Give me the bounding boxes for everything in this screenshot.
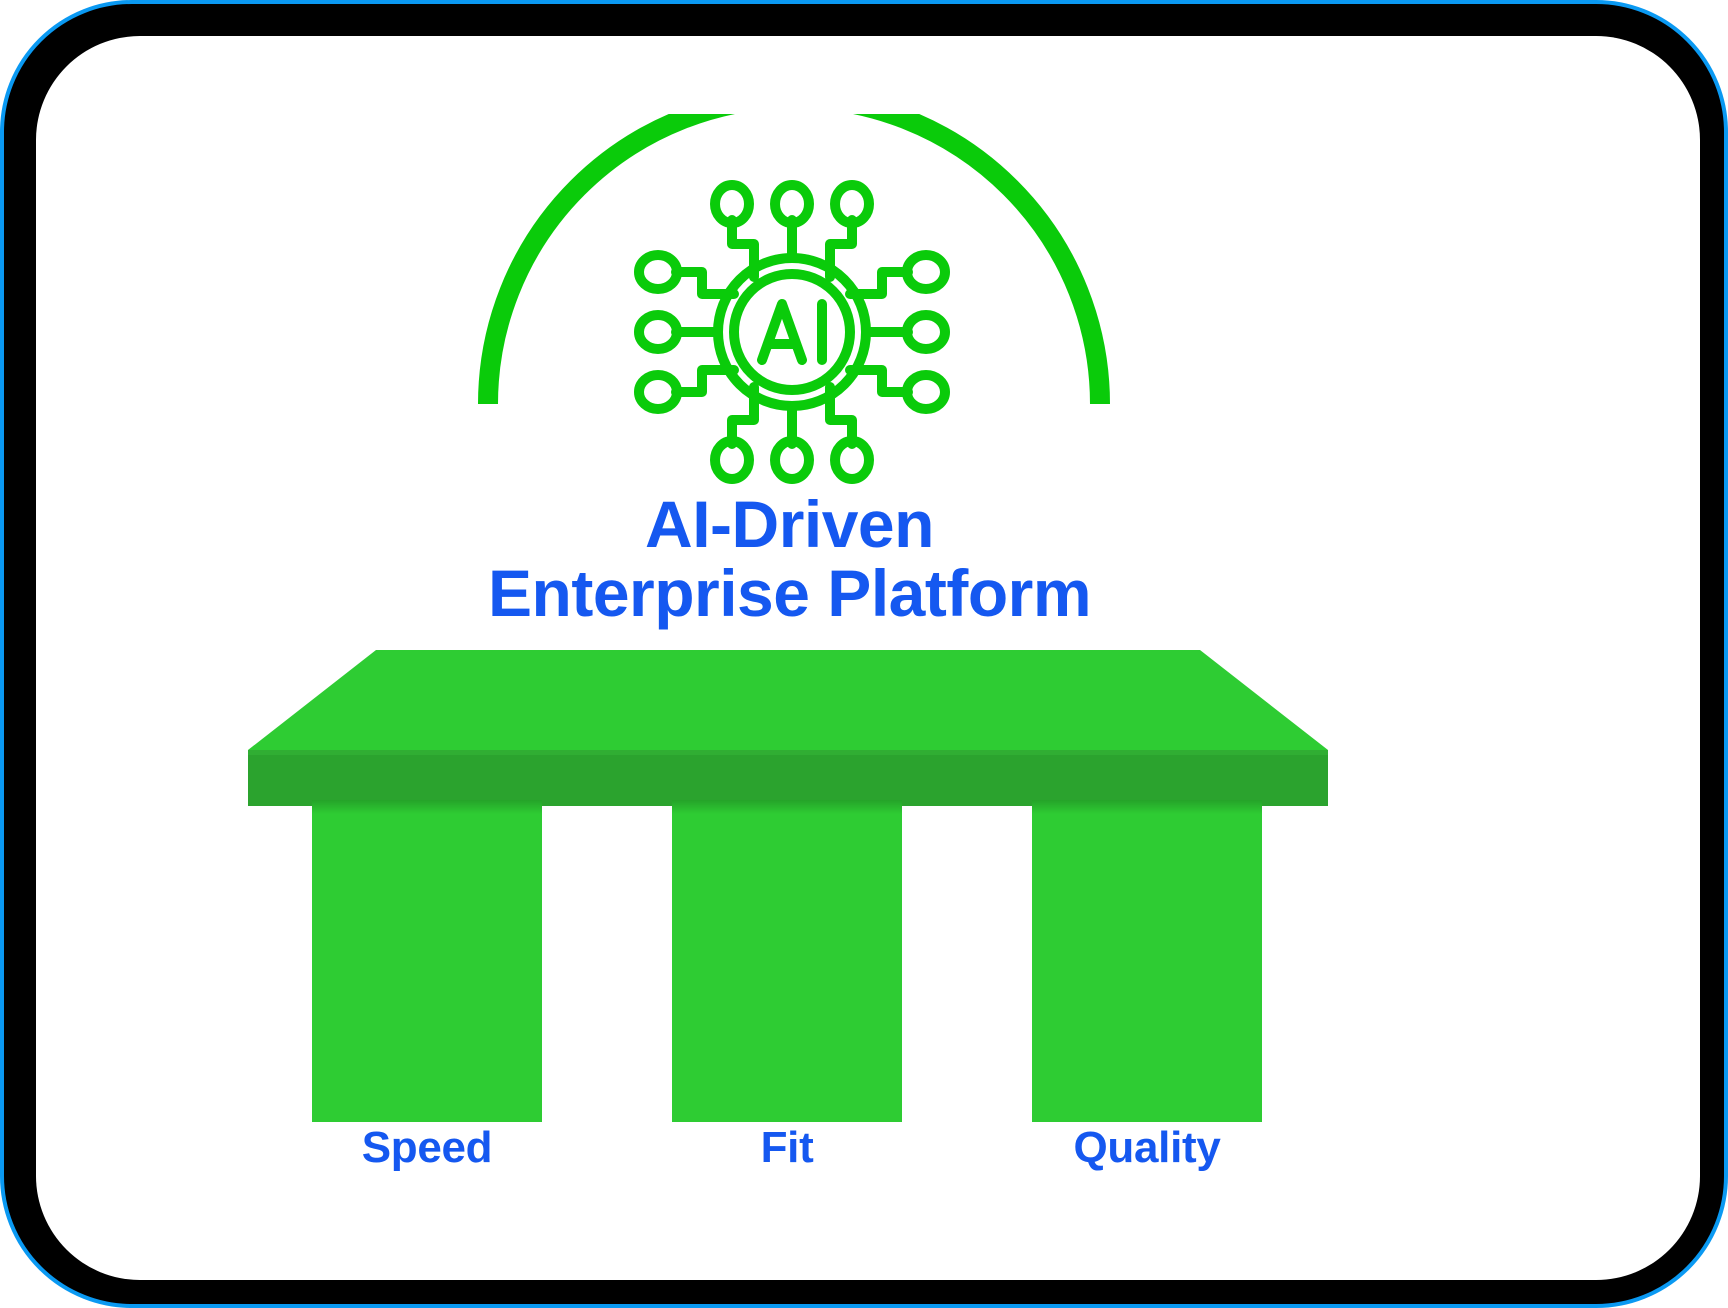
ai-chip-icon <box>620 172 964 492</box>
enterprise-platform-slab <box>248 650 1328 806</box>
page-title: AI-Driven Enterprise Platform <box>36 490 1575 627</box>
diagram-stage: AI-Driven Enterprise Platform <box>36 36 1700 1280</box>
green-arc <box>474 114 1114 414</box>
pillar-label-quality: Quality <box>1073 1123 1221 1172</box>
pillar-label-speed: Speed <box>361 1123 493 1172</box>
title-line-2: Enterprise Platform <box>488 555 1092 630</box>
title-line-1: AI-Driven <box>645 487 934 561</box>
pillar-label-fit: Fit <box>760 1123 814 1172</box>
pillar-quality <box>1032 800 1262 1122</box>
pillar-speed <box>312 800 542 1122</box>
diagram-canvas: AI-Driven Enterprise Platform <box>36 36 1700 1280</box>
pillar-fit <box>672 800 902 1122</box>
